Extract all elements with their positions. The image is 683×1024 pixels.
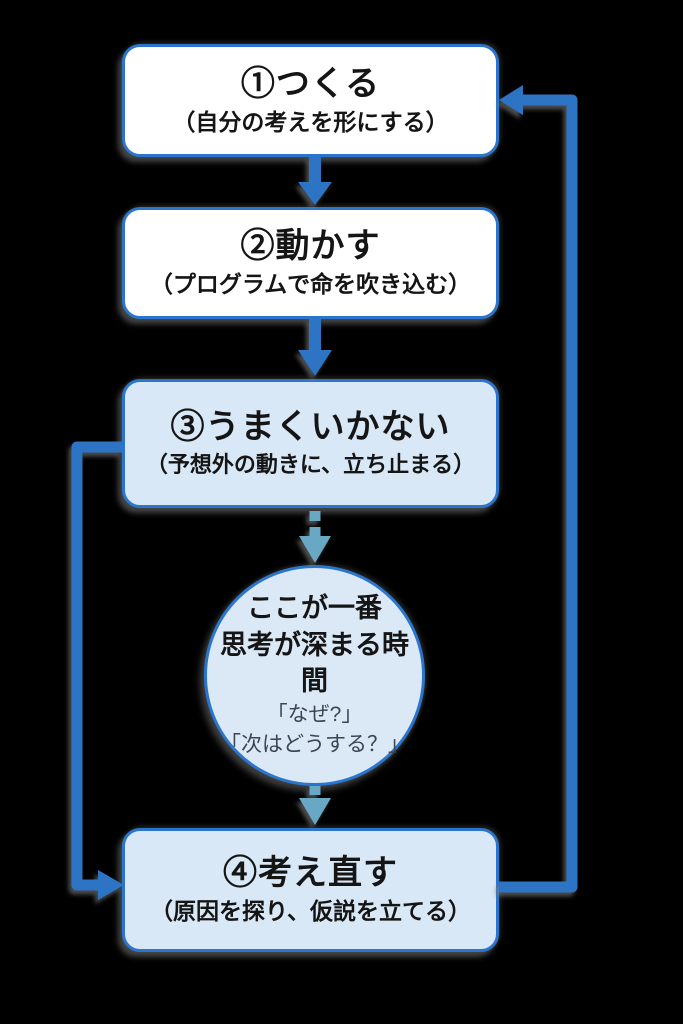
step-title: ④考え直す: [223, 854, 398, 893]
step-box-run: ②動かす （プログラムで命を吹き込む）: [122, 207, 499, 319]
step-box-create: ①つくる （自分の考えを形にする）: [122, 44, 499, 157]
loop-fail-to-rethink: [71, 441, 124, 900]
loop-rethink-to-create: [499, 85, 578, 893]
step-subtitle: （プログラムで命を吹き込む）: [149, 271, 472, 298]
step-subtitle: （自分の考えを形にする）: [172, 108, 449, 135]
circle-quote-2: 「次はどうする？」: [220, 733, 409, 757]
step-box-fail: ③うまくいかない （予想外の動きに、立ち止まる）: [122, 379, 499, 508]
circle-line-2: 思考が深まる時間: [220, 629, 409, 697]
thinking-circle-node: ここが一番 思考が深まる時間 「なぜ?」 「次はどうする？」: [204, 565, 425, 786]
arrow-thinking-to-rethink-dashed: [299, 786, 331, 825]
arrow-run-to-fail: [298, 318, 332, 376]
step-title: ②動かす: [240, 227, 381, 266]
step-subtitle: （原因を探り、仮説を立てる）: [149, 898, 472, 925]
circle-quote-1: 「なぜ?」: [266, 702, 363, 726]
arrow-create-to-run: [298, 156, 332, 205]
step-box-rethink: ④考え直す （原因を探り、仮説を立てる）: [122, 828, 499, 952]
step-subtitle: （予想外の動きに、立ち止まる）: [145, 452, 476, 478]
step-title: ③うまくいかない: [170, 408, 451, 447]
arrow-fail-to-thinking-dashed: [299, 511, 331, 563]
circle-line-1: ここが一番: [247, 593, 382, 624]
step-title: ①つくる: [240, 64, 381, 103]
